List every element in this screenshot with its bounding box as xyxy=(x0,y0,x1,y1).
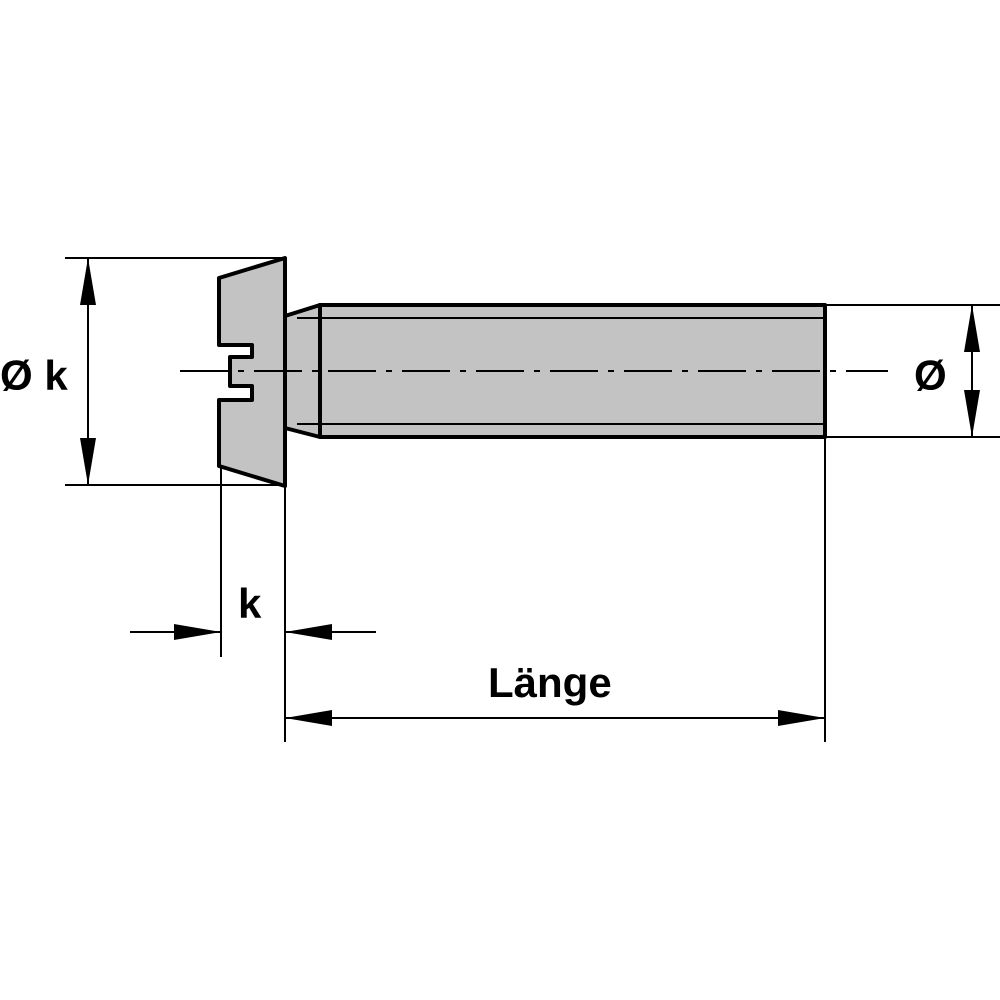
arrow-up-icon xyxy=(964,305,980,352)
arrow-right-icon xyxy=(174,624,221,640)
head-diameter-dimension: Ø k xyxy=(0,257,285,486)
shank-diameter-label: Ø xyxy=(914,352,947,399)
arrow-left-icon xyxy=(285,624,332,640)
shank-diameter-dimension: Ø xyxy=(825,304,1000,438)
arrow-down-icon xyxy=(964,390,980,437)
screw-head xyxy=(217,256,287,488)
head-height-label: k xyxy=(238,580,262,627)
arrow-down-icon xyxy=(80,438,96,485)
arrow-right-icon xyxy=(778,710,825,726)
head-outline xyxy=(217,256,287,488)
length-dimension: Länge xyxy=(285,437,826,742)
length-label: Länge xyxy=(488,659,612,706)
arrow-up-icon xyxy=(80,258,96,305)
arrow-left-icon xyxy=(285,710,332,726)
head-height-dimension: k xyxy=(130,468,376,742)
head-diameter-label: Ø k xyxy=(0,352,68,399)
